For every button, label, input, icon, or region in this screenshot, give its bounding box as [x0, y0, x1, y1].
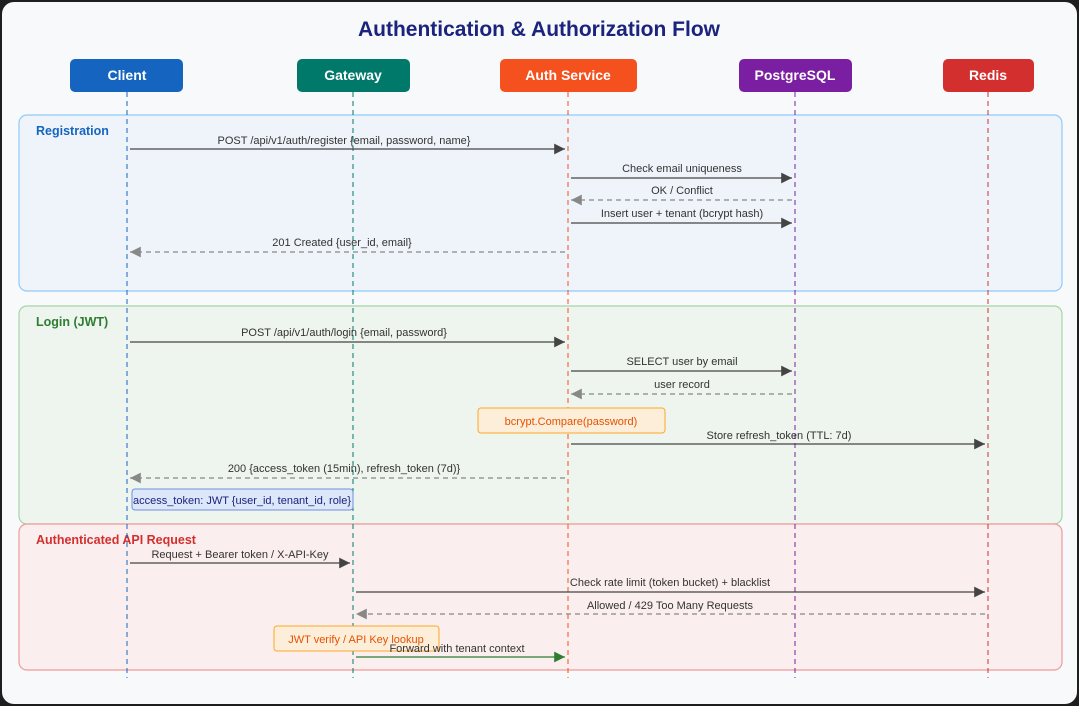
actor-postgresql: PostgreSQL — [739, 59, 852, 92]
svg-text:OK / Conflict: OK / Conflict — [651, 185, 713, 197]
note-bcrypt-compare: bcrypt.Compare(password) — [477, 407, 666, 434]
message-rate-limit: Check rate limit (token bucket) + blackl… — [356, 577, 985, 598]
actor-label: Gateway — [324, 67, 382, 83]
svg-text:Forward with tenant context: Forward with tenant context — [389, 643, 524, 655]
message-bearer-request: Request + Bearer token / X-API-Key — [130, 549, 350, 569]
section-label: Registration — [36, 124, 109, 138]
svg-text:access_token: JWT {user_id, te: access_token: JWT {user_id, tenant_id, r… — [133, 495, 351, 507]
actor-gateway: Gateway — [297, 59, 410, 92]
message-store-refresh-token: Store refresh_token (TTL: 7d) — [571, 430, 985, 450]
svg-text:201 Created {user_id, email}: 201 Created {user_id, email} — [272, 237, 412, 249]
svg-text:bcrypt.Compare(password): bcrypt.Compare(password) — [505, 416, 638, 428]
svg-text:200 {access_token (15min), ref: 200 {access_token (15min), refresh_token… — [228, 463, 461, 475]
svg-text:Allowed / 429 Too Many Request: Allowed / 429 Too Many Requests — [587, 600, 754, 612]
svg-text:Store refresh_token (TTL: 7d): Store refresh_token (TTL: 7d) — [707, 430, 852, 442]
section-label: Login (JWT) — [36, 315, 108, 329]
message-forward-tenant: Forward with tenant context — [356, 643, 565, 663]
actor-redis: Redis — [943, 59, 1034, 92]
message-insert-user: Insert user + tenant (bcrypt hash) — [571, 208, 792, 229]
diagram-title: Authentication & Authorization Flow — [358, 18, 721, 41]
svg-text:Check email uniqueness: Check email uniqueness — [622, 163, 742, 175]
message-check-email: Check email uniqueness — [571, 163, 792, 184]
note-jwt-verify: JWT verify / API Key lookup — [273, 625, 440, 652]
actor-client: Client — [70, 59, 183, 92]
message-register-request: POST /api/v1/auth/register {email, passw… — [130, 135, 565, 155]
svg-text:JWT verify / API Key lookup: JWT verify / API Key lookup — [288, 634, 424, 646]
actor-label: Client — [108, 67, 147, 83]
message-select-user: SELECT user by email — [571, 356, 792, 377]
message-user-record: user record — [571, 379, 792, 400]
message-login-request: POST /api/v1/auth/login {email, password… — [130, 327, 565, 348]
svg-text:user record: user record — [654, 379, 710, 391]
message-ok-conflict: OK / Conflict — [571, 185, 792, 206]
svg-text:Insert user + tenant (bcrypt h: Insert user + tenant (bcrypt hash) — [601, 208, 763, 220]
message-allowed-429: Allowed / 429 Too Many Requests — [356, 600, 985, 620]
svg-text:POST /api/v1/auth/register {em: POST /api/v1/auth/register {email, passw… — [218, 135, 471, 147]
actor-label: Auth Service — [525, 67, 611, 83]
message-200-tokens: 200 {access_token (15min), refresh_token… — [130, 463, 565, 484]
svg-text:POST /api/v1/auth/login {email: POST /api/v1/auth/login {email, password… — [241, 327, 447, 339]
svg-text:Request + Bearer token / X-API: Request + Bearer token / X-API-Key — [151, 549, 329, 561]
svg-text:SELECT user by email: SELECT user by email — [626, 356, 737, 368]
section-api-request: Authenticated API Request — [18, 523, 1063, 671]
svg-text:Check rate limit (token bucket: Check rate limit (token bucket) + blackl… — [570, 577, 770, 589]
actor-label: Redis — [969, 67, 1007, 83]
section-label: Authenticated API Request — [36, 533, 197, 547]
actor-auth-service: Auth Service — [500, 59, 637, 92]
actor-label: PostgreSQL — [755, 67, 836, 83]
section-registration: Registration — [18, 114, 1063, 292]
note-access-token: access_token: JWT {user_id, tenant_id, r… — [131, 488, 354, 511]
message-201-created: 201 Created {user_id, email} — [130, 237, 565, 258]
